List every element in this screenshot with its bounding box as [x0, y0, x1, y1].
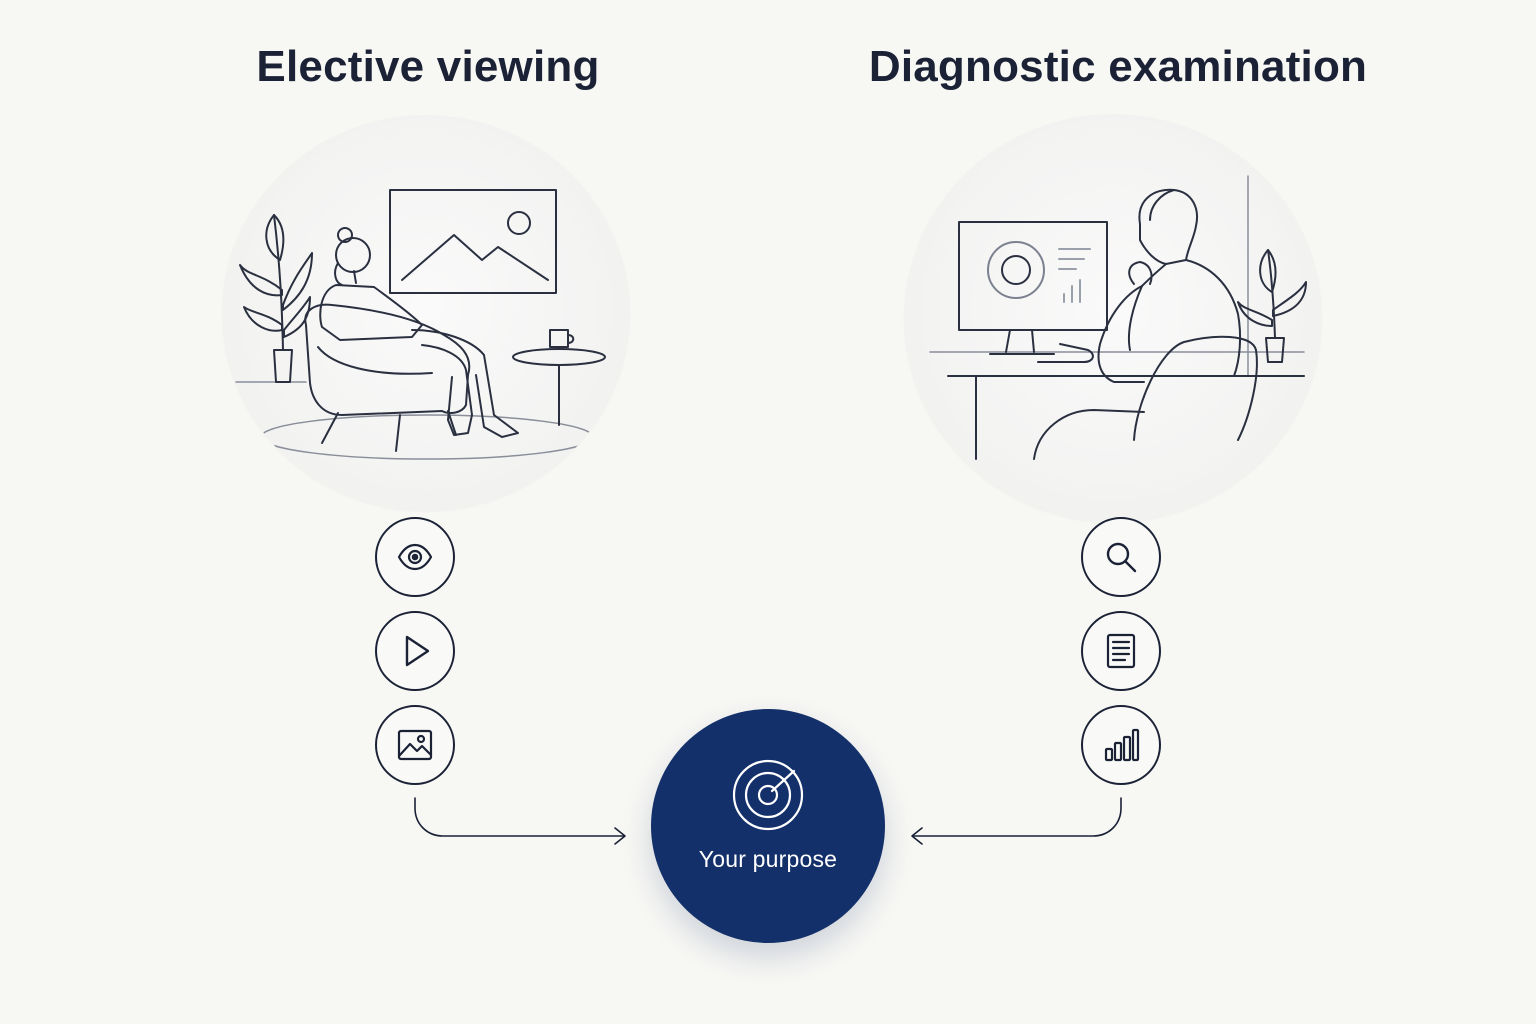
document-icon[interactable] [1081, 611, 1161, 691]
diagnostic-examination-title: Diagnostic examination [868, 42, 1368, 91]
bar-chart-icon[interactable] [1081, 705, 1161, 785]
right-connector [912, 797, 1122, 837]
play-icon[interactable] [375, 611, 455, 691]
left-arrowhead [614, 827, 626, 845]
eye-icon[interactable] [375, 517, 455, 597]
your-purpose-label: Your purpose [698, 846, 838, 872]
diagnostic-examination-illustration [904, 114, 1322, 522]
right-arrowhead [911, 827, 923, 845]
search-icon[interactable] [1081, 517, 1161, 597]
elective-viewing-title: Elective viewing [256, 42, 600, 91]
your-purpose-node[interactable]: Your purpose [651, 709, 885, 943]
target-icon [732, 759, 804, 831]
image-icon[interactable] [375, 705, 455, 785]
elective-viewing-illustration [222, 115, 630, 511]
left-connector [414, 797, 625, 837]
